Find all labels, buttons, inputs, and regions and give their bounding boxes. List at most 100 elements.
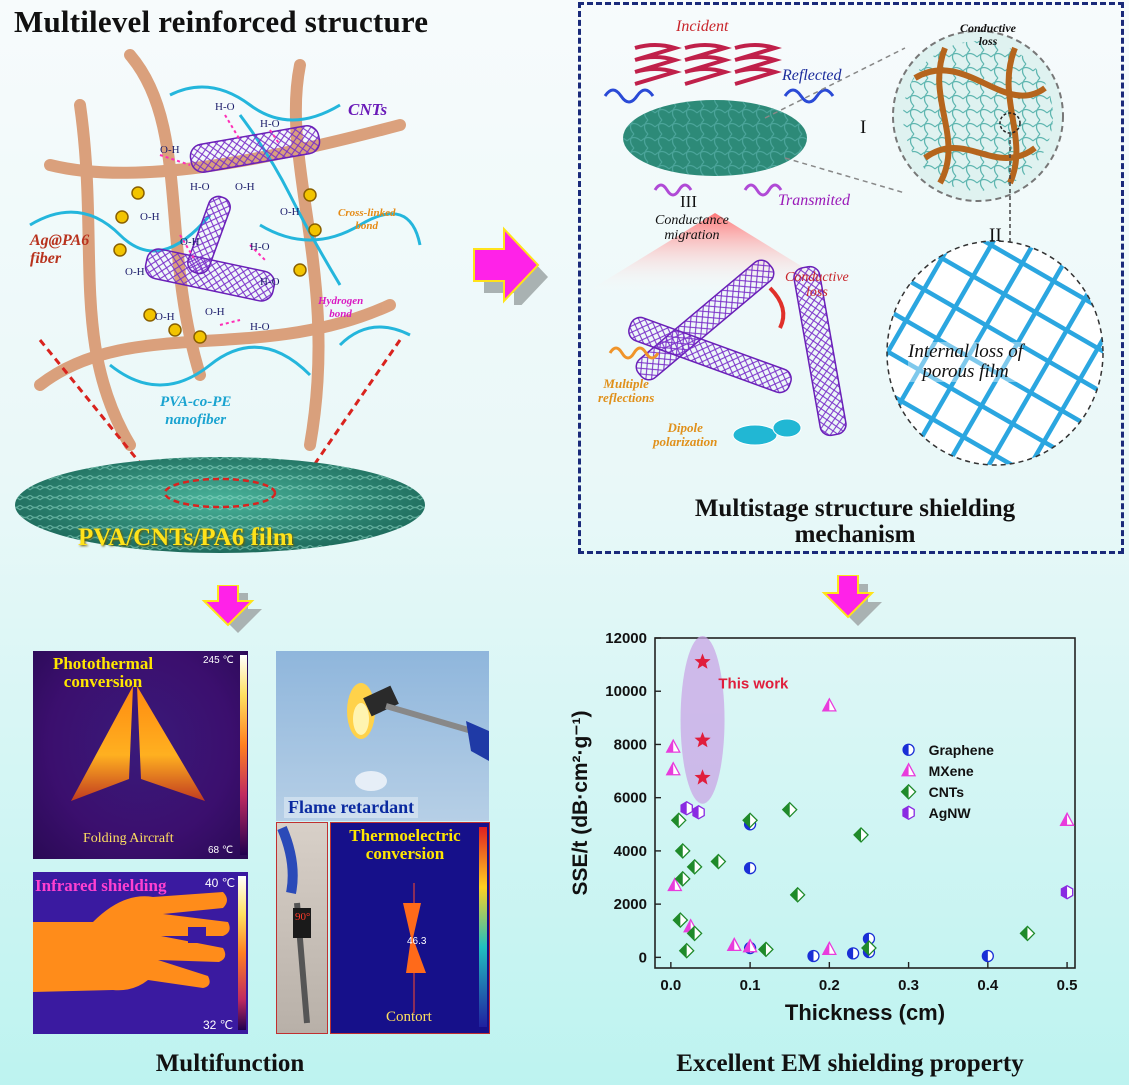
film-label: PVA/CNTs/PA6 film [78,524,294,551]
data-point-mxene [821,697,837,712]
photothermal-max: 245 ℃ [203,655,234,666]
legend-label: AgNW [929,805,972,821]
data-point-cnts [672,912,689,929]
x-axis-label: Thickness (cm) [785,1000,945,1025]
data-point-cnts [758,941,774,958]
svg-text:O-H: O-H [180,236,200,248]
aircraft-heatmap [71,655,247,855]
conductance-cone [585,213,845,293]
data-point-mxene [821,941,837,956]
reflected-wave-right [783,88,835,104]
x-tick-label: 0.4 [977,977,999,994]
svg-text:H-O: H-O [260,276,280,288]
arrow-down-icon-right [821,575,882,626]
x-tick-label: 0.5 [1057,977,1078,994]
svg-text:H-O: H-O [250,241,270,253]
data-point-mxene [665,761,681,776]
photothermal-min: 68 ℃ [208,845,234,856]
legend-label: MXene [929,763,974,779]
mechanism-diagram [585,30,1104,466]
data-point-cnts [678,942,695,959]
data-point-mxene [742,938,758,953]
infrared-panel: Infrared shielding 40 ℃ 32 ℃ [33,872,248,1034]
thermo-reading: 46.3 [407,936,427,947]
svg-text:O-H: O-H [125,266,145,278]
mechanism-caption: Multistage structure shielding mechanism [694,495,1016,548]
multiple-reflections-label: Multiple reflections [598,376,655,405]
hydrogen-bond-links [159,114,281,326]
crosslink-beads [113,186,322,344]
thermoelectric-sub: Contort [386,1009,432,1025]
film-disk [15,457,425,553]
roman-one-label: I [860,117,867,138]
hand-heatmap [33,876,246,1030]
this-work-point [694,653,711,669]
data-point-cnts [742,812,759,829]
angle-label: 90° [295,911,311,923]
thermoelectric-panel: Thermoelectric conversion 46.3 Contort [330,822,490,1034]
svg-text:O-H: O-H [205,306,225,318]
ag-fiber-label: Ag@PA6 fiber [30,232,90,267]
this-work-point [694,769,711,785]
photothermal-panel: Photothermal conversion 245 ℃ 68 ℃ Foldi… [33,651,248,859]
y-tick-label: 8000 [614,736,647,753]
svg-text:O-H: O-H [235,181,255,193]
svg-text:H-O: H-O [190,181,210,193]
mechanism-box [578,2,1124,554]
thermoelectric-photo: 90° [276,822,328,1034]
y-tick-label: 0 [639,949,647,966]
legend-marker [900,762,917,777]
y-axis-label: SSE/t (dB·cm²·g⁻¹) [569,711,592,896]
infrared-title: Infrared shielding [35,876,167,895]
y-tick-label: 10000 [605,683,647,700]
contort-heatmap [403,827,487,1027]
x-tick-label: 0.1 [740,977,761,994]
svg-text:O-H: O-H [140,211,160,223]
y-tick-label: 4000 [614,843,647,860]
thermoelectric-title: Thermoelectric conversion [349,826,461,863]
infrared-min: 32 ℃ [203,1018,234,1032]
data-point-graphene [743,862,757,875]
this-work-label: This work [718,676,789,693]
dipole-label: Dipole polarization [653,420,718,449]
legend-label: CNTs [929,784,965,800]
internal-loss-label: Internal loss of porous film [908,341,1024,382]
hydrogen-bond-label: Hydrogen bond [318,295,364,320]
y-tick-label: 2000 [614,896,647,913]
svg-text:H-O: H-O [250,321,270,333]
data-point-cnts [789,886,806,903]
conductive-loss-label: Conductive loss [785,270,849,300]
legend-label: Graphene [929,742,995,758]
reflected-wave [603,88,655,104]
data-point-cnts [781,801,798,818]
incident-label: Incident [676,18,729,35]
svg-text:H-O: H-O [260,118,280,130]
data-point-cnts [686,858,703,875]
this-work-point [694,732,711,748]
flame-illustration [347,683,489,791]
incident-waves [634,43,782,86]
data-point-cnts [861,940,877,956]
y-tick-label: 12000 [605,630,647,647]
data-point-graphene [807,949,820,963]
transmitted-wave [653,183,693,197]
data-point-agnw [692,805,705,820]
photothermal-title: Photothermal conversion [52,654,154,691]
legend-marker [902,805,915,821]
em-caption: Excellent EM shielding property [676,1050,1024,1077]
data-point-cnts [674,842,691,859]
data-point-graphene [846,947,860,960]
x-tick-label: 0.0 [660,977,681,994]
data-point-graphene [981,949,994,963]
data-point-cnts [674,870,691,887]
y-tick-label: 6000 [614,790,647,807]
legend-marker [900,783,917,800]
conductance-label: Conductance migration [655,213,729,243]
infrared-max: 40 ℃ [205,876,236,890]
data-point-mxene [667,877,683,892]
data-point-cnts [710,853,727,870]
cnt-triangle [628,259,847,437]
